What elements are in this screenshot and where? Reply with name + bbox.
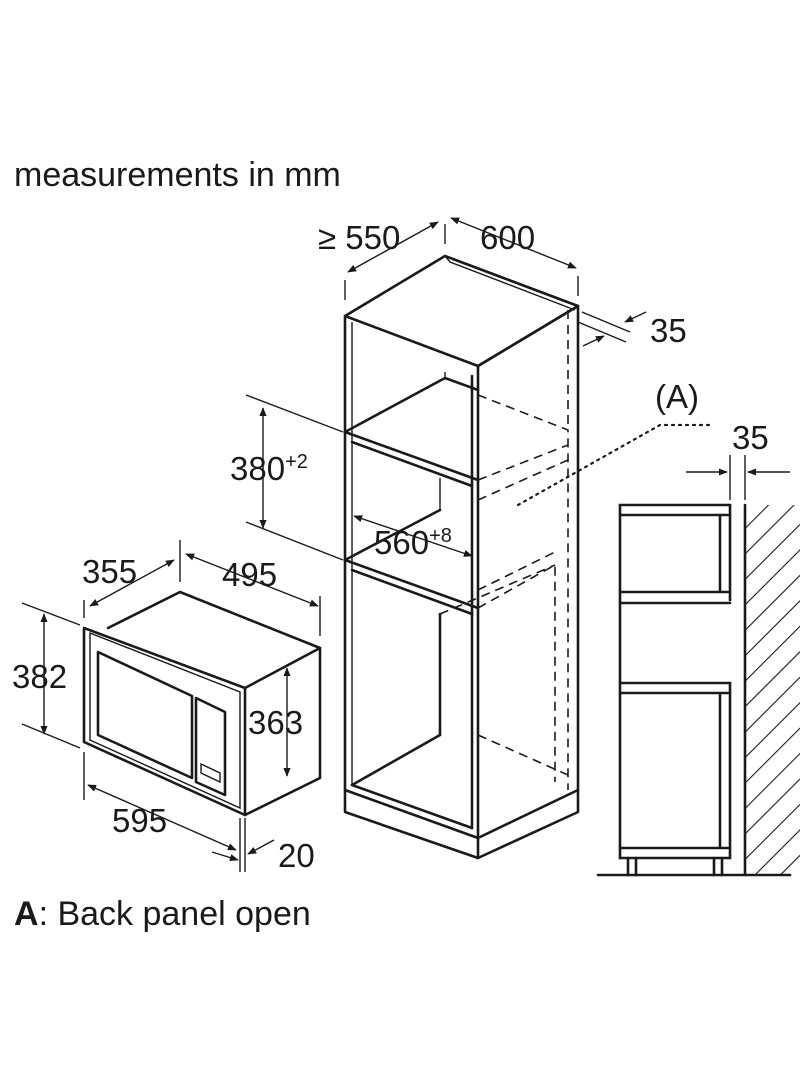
microwave-oven xyxy=(82,590,322,817)
dim-oven-side-depth: 495 xyxy=(222,556,277,593)
dim-back-gap: 35 xyxy=(650,312,687,349)
dim-oven-body-height: 363 xyxy=(248,704,303,741)
dim-niche-width: 560+8 xyxy=(374,524,452,561)
dim-oven-depth: 355 xyxy=(82,553,137,590)
dim-cabinet-depth: ≥ 550 xyxy=(318,219,400,256)
dim-cabinet-width: 600 xyxy=(480,219,535,256)
dim-oven-width: 595 xyxy=(112,802,167,839)
dim-oven-height: 382 xyxy=(12,658,67,695)
dim-niche-height: 380+2 xyxy=(230,450,308,487)
dim-frame-depth: 20 xyxy=(278,837,315,874)
callout-a: (A) xyxy=(655,378,699,415)
legend-note: A: Back panel open xyxy=(14,895,311,933)
side-section-view xyxy=(596,503,800,877)
dim-side-gap: 35 xyxy=(732,419,769,456)
page-title: measurements in mm xyxy=(14,156,341,194)
